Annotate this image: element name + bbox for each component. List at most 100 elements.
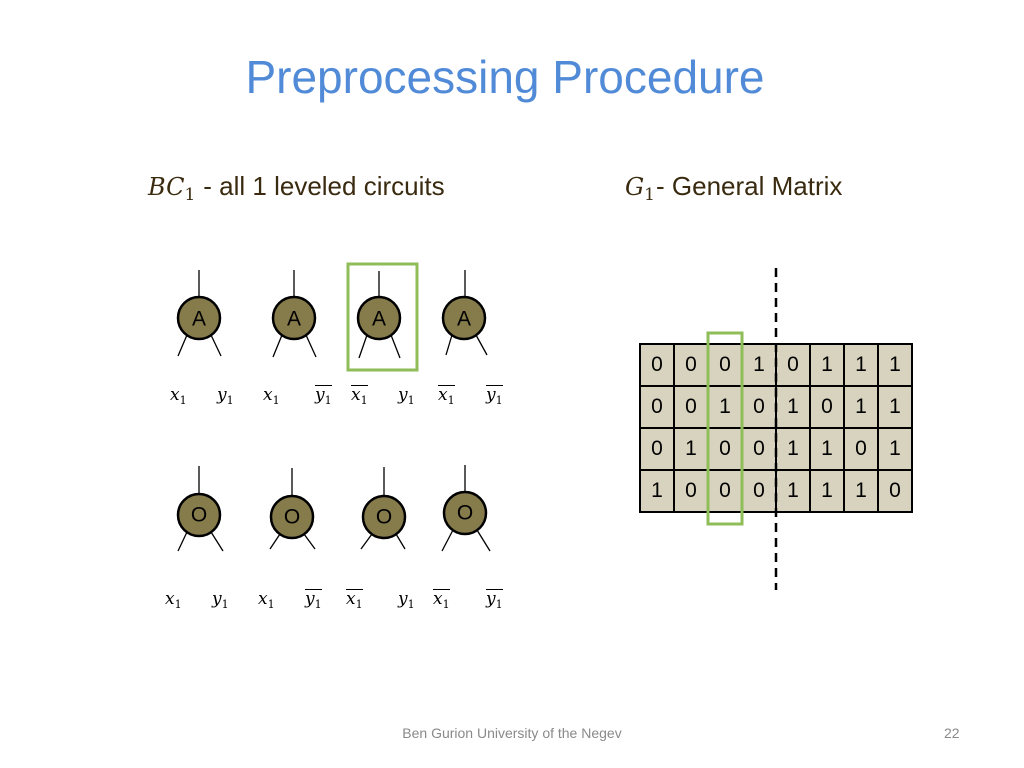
- or-gate-1: O: [176, 466, 224, 552]
- or-gate-1-label: O: [191, 504, 207, 527]
- or-gate-1-left-input-wire: [177, 531, 188, 552]
- or-gate-1-left-input-label: x1: [165, 589, 182, 612]
- input-subscript: 1: [324, 394, 332, 407]
- and-gate-1: A: [176, 270, 222, 357]
- matrix-cell: 0: [709, 429, 741, 469]
- or-gate-3-left-input-label: x1: [346, 589, 363, 611]
- input-variable: x: [258, 589, 268, 609]
- input-variable: x: [438, 385, 448, 405]
- or-gate-3-body: [361, 494, 407, 540]
- or-gate-2-left-input-label: x1: [258, 589, 275, 612]
- and-gate-4-left-input-label: x1: [438, 385, 455, 407]
- and-gate-2-label: A: [287, 308, 301, 331]
- matrix-cell: 0: [709, 471, 741, 511]
- matrix-cell: 0: [743, 387, 775, 427]
- matrix-cell: 0: [675, 345, 707, 385]
- input-subscript: 1: [447, 394, 455, 407]
- matrix-cell: 1: [845, 471, 877, 511]
- matrix-cell: 0: [743, 471, 775, 511]
- and-gate-4-right-input-label: y1: [486, 385, 503, 407]
- matrix-cell: 0: [675, 471, 707, 511]
- or-gate-3: O: [360, 467, 407, 550]
- input-variable: y: [305, 589, 315, 609]
- or-gate-4-label: O: [457, 502, 473, 525]
- matrix-symbol-subscript: 1: [644, 185, 655, 205]
- matrix-cell: 0: [777, 345, 809, 385]
- and-gate-1-left-input-wire: [177, 334, 188, 357]
- input-subscript: 1: [495, 598, 503, 611]
- input-subscript: 1: [314, 598, 322, 611]
- or-gate-1-right-input-wire: [210, 531, 224, 552]
- input-subscript: 1: [267, 598, 275, 611]
- input-variable: y: [315, 385, 325, 405]
- circuit-set-subscript: 1: [184, 185, 196, 205]
- input-subscript: 1: [495, 394, 503, 407]
- matrix-cell: 1: [675, 429, 707, 469]
- input-subscript: 1: [272, 394, 280, 407]
- input-variable: x: [165, 589, 175, 609]
- input-variable: y: [212, 589, 222, 609]
- and-gate-1-body: [176, 295, 222, 341]
- or-gate-4-right-input-wire: [476, 529, 491, 552]
- input-subscript: 1: [221, 598, 229, 611]
- matrix-cell: 0: [879, 471, 911, 511]
- matrix-cell: 0: [641, 429, 673, 469]
- or-gate-2-right-input-label: y1: [305, 589, 322, 611]
- and-gate-2: A: [271, 270, 317, 358]
- or-gate-3-label: O: [376, 506, 392, 529]
- matrix-cell: 1: [879, 387, 911, 427]
- matrix-cell: 1: [845, 387, 877, 427]
- slide-footer: Ben Gurion University of the Negev: [402, 725, 622, 741]
- input-subscript: 1: [226, 394, 234, 407]
- matrix-cell: 1: [641, 471, 673, 511]
- and-gate-3-right-input-label: y1: [398, 385, 415, 408]
- circuit-highlight-box: [346, 262, 419, 372]
- input-variable: y: [217, 385, 227, 405]
- input-variable: x: [263, 385, 273, 405]
- input-variable: y: [398, 385, 408, 405]
- and-gate-4-right-input-wire: [475, 334, 488, 356]
- input-subscript: 1: [407, 598, 415, 611]
- and-gate-2-right-input-wire: [305, 334, 317, 358]
- or-gate-2: O: [269, 468, 316, 550]
- and-gate-4-left-input-wire: [445, 334, 453, 356]
- or-gate-2-label: O: [284, 506, 300, 529]
- input-variable: x: [351, 385, 361, 405]
- and-gate-4: A: [441, 270, 488, 356]
- input-variable: y: [398, 589, 408, 609]
- and-gate-2-right-input-label: y1: [315, 385, 332, 407]
- input-variable: x: [346, 589, 356, 609]
- or-gate-3-left-input-wire: [360, 533, 373, 550]
- and-gate-1-right-input-label: y1: [217, 385, 234, 408]
- matrix-cell: 1: [743, 345, 775, 385]
- and-gate-3-right-input-wire: [390, 334, 401, 359]
- and-gate-1-label: A: [192, 308, 206, 331]
- or-gate-2-right-input-wire: [303, 533, 316, 550]
- or-gate-2-left-input-wire: [269, 533, 281, 550]
- matrix-cell: 0: [641, 387, 673, 427]
- input-subscript: 1: [407, 394, 415, 407]
- input-subscript: 1: [442, 598, 450, 611]
- or-gate-1-right-input-label: y1: [212, 589, 229, 612]
- or-gate-4-right-input-label: y1: [486, 589, 503, 611]
- and-gate-3-label: A: [372, 308, 386, 331]
- matrix-symbol: G: [625, 173, 645, 201]
- or-gate-3-right-input-wire: [395, 533, 406, 550]
- and-gate-2-body: [271, 295, 317, 341]
- or-gate-4-left-input-label: x1: [433, 589, 450, 611]
- matrix-cell: 1: [777, 429, 809, 469]
- matrix-cell: 0: [675, 387, 707, 427]
- or-gate-3-right-input-label: y1: [398, 589, 415, 612]
- slide-title: Preprocessing Procedure: [245, 51, 765, 103]
- input-subscript: 1: [174, 598, 182, 611]
- or-gate-4-body: [442, 490, 488, 536]
- page-number: 22: [944, 725, 960, 741]
- circuit-set-symbol: BC: [148, 173, 185, 201]
- matrix-cell: 1: [811, 429, 843, 469]
- circuits-heading: BC1- all 1 leveled circuits: [148, 169, 445, 207]
- input-variable: y: [486, 589, 496, 609]
- or-gate-4-left-input-wire: [441, 529, 454, 552]
- input-variable: x: [433, 589, 443, 609]
- matrix-cell: 0: [811, 387, 843, 427]
- input-variable: x: [170, 385, 180, 405]
